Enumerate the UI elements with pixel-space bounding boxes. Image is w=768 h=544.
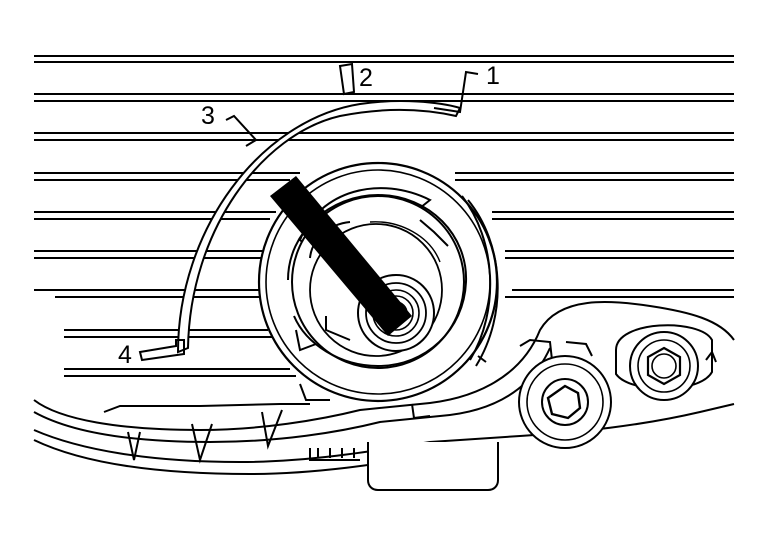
tool-bar bbox=[270, 176, 412, 336]
lower-housing bbox=[33, 301, 735, 491]
callout-2: 2 bbox=[359, 64, 373, 92]
callout-4: 4 bbox=[118, 341, 132, 369]
callout-1: 1 bbox=[486, 62, 500, 90]
horizontal-rails bbox=[34, 55, 734, 377]
callout-leaders bbox=[138, 62, 479, 362]
callout-3: 3 bbox=[201, 102, 215, 130]
right-cover-edge bbox=[461, 195, 499, 367]
bolt-bosses bbox=[518, 324, 717, 449]
